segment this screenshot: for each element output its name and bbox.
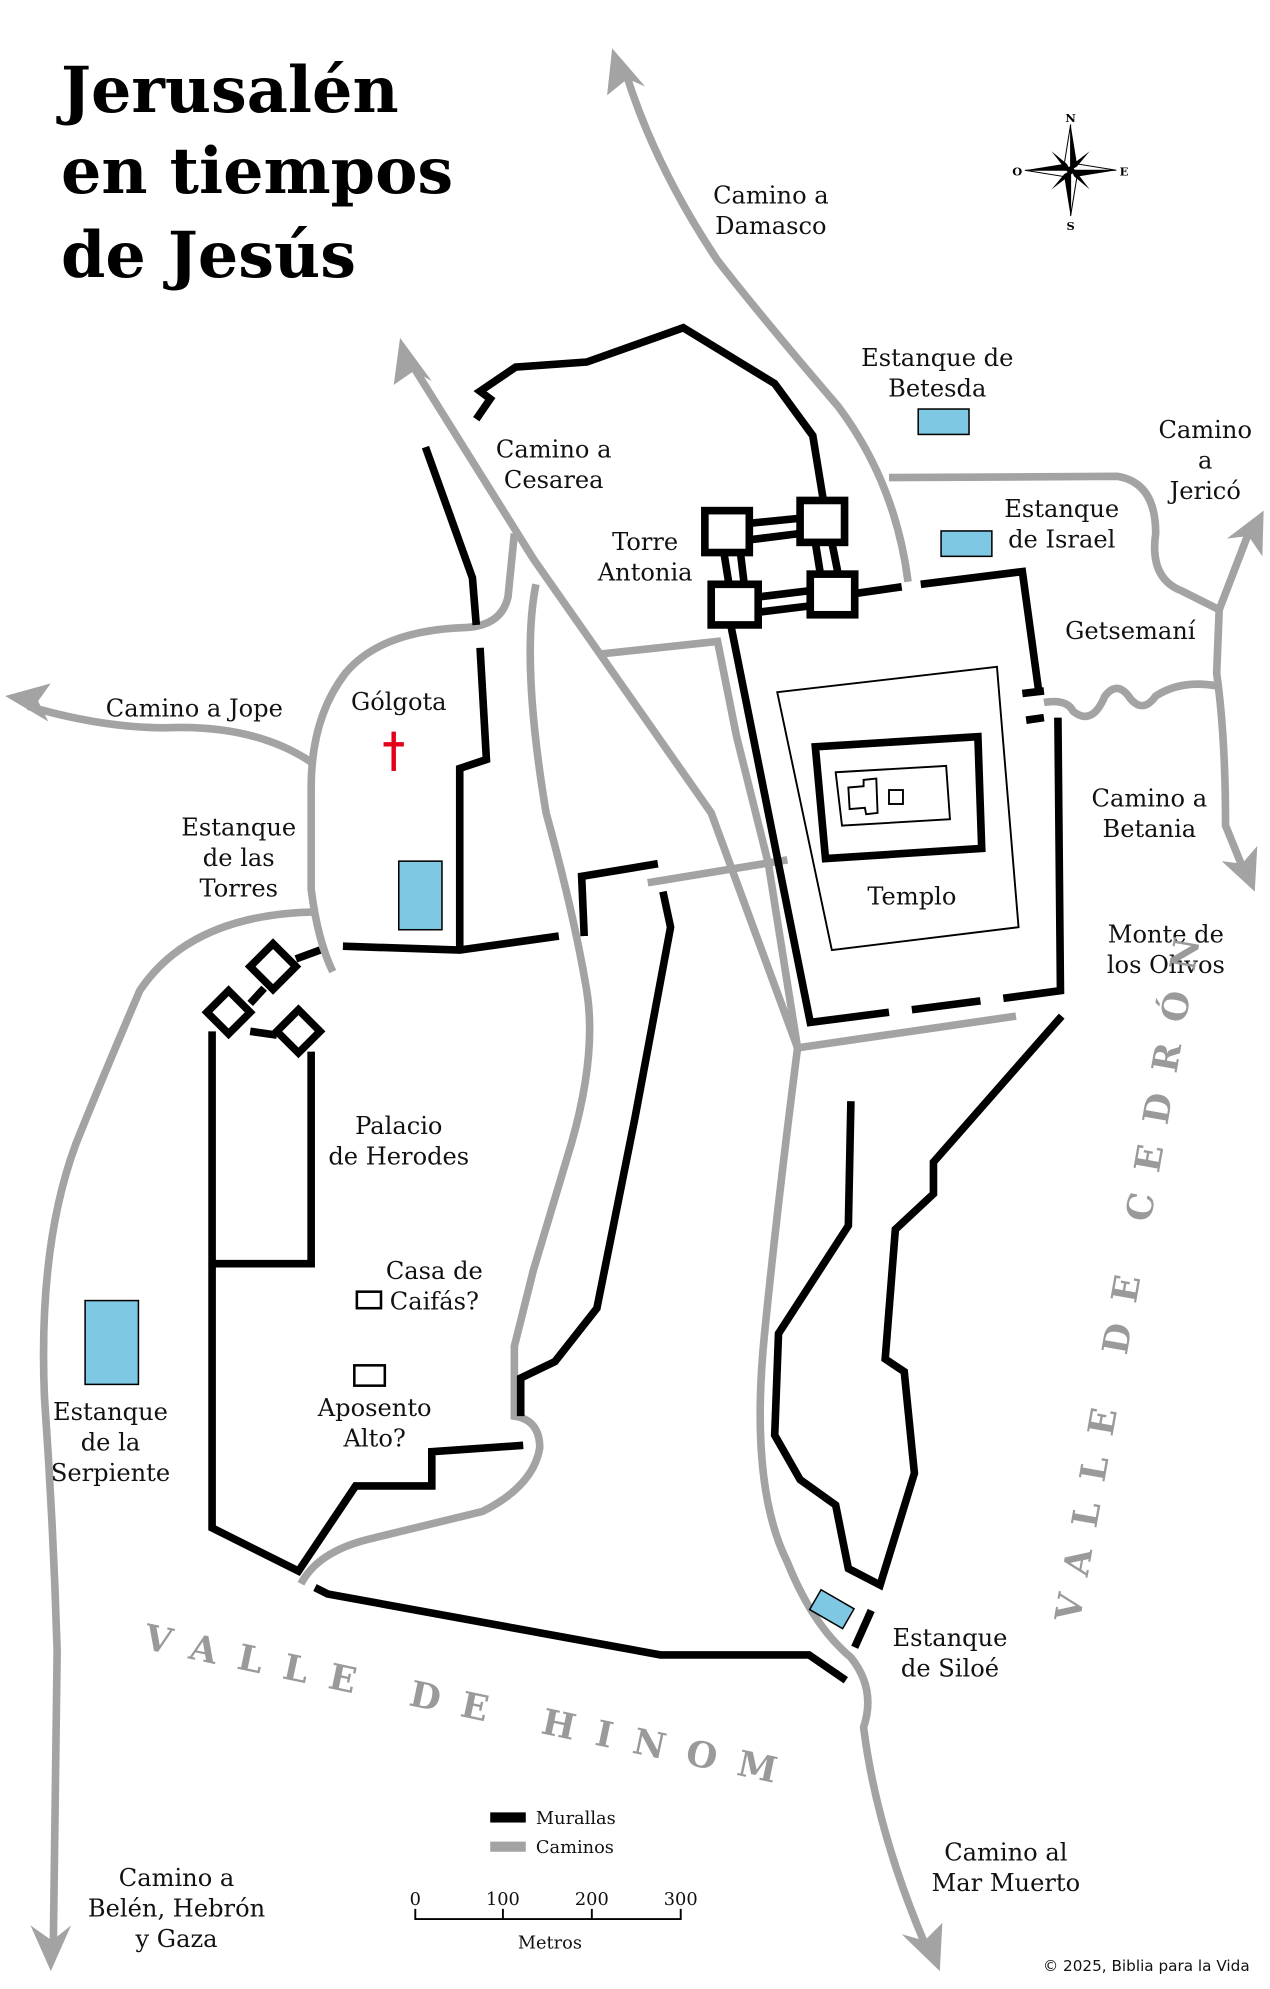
svg-text:Metros: Metros	[518, 1933, 582, 1953]
legend: Murallas Caminos	[490, 1809, 616, 1858]
svg-text:Gólgota: Gólgota	[351, 688, 447, 716]
temple-sanctuary-icon	[811, 732, 986, 863]
svg-text:Murallas: Murallas	[536, 1809, 616, 1829]
pool-serpiente	[84, 1299, 140, 1386]
svg-text:Camino a Jope: Camino a Jope	[106, 694, 283, 722]
svg-text:Templo: Templo	[867, 882, 956, 910]
map-title: Jerusalén en tiempos de Jesús	[56, 52, 453, 292]
torre-antonia-icon	[701, 496, 859, 629]
cross-icon	[383, 731, 404, 771]
svg-text:Getsemaní: Getsemaní	[1065, 617, 1196, 645]
herod-palace-icon	[201, 938, 326, 1268]
svg-text:E: E	[1120, 164, 1129, 178]
legend-roads-swatch	[490, 1841, 526, 1852]
pool-siloe	[808, 1588, 856, 1630]
svg-text:Caminos: Caminos	[536, 1838, 614, 1858]
copyright: © 2025, Biblia para la Vida	[1043, 1957, 1250, 1975]
compass-rose-icon: N S E O	[1012, 111, 1128, 233]
svg-text:300: 300	[664, 1890, 698, 1910]
scale-bar: 0 100 200 300 Metros	[410, 1890, 698, 1953]
walls	[201, 323, 1065, 1684]
svg-text:100: 100	[486, 1890, 520, 1910]
pools	[84, 408, 993, 1630]
aposento-alto-marker	[353, 1364, 387, 1387]
svg-text:N: N	[1065, 111, 1075, 125]
svg-text:200: 200	[575, 1890, 609, 1910]
casa-caifas-marker	[355, 1290, 383, 1310]
pool-israel	[940, 530, 993, 558]
svg-text:O: O	[1012, 164, 1022, 178]
svg-text:de Jesús: de Jesús	[61, 217, 356, 292]
legend-walls-swatch	[490, 1812, 526, 1823]
pool-torres	[398, 860, 443, 931]
svg-text:Jerusalén: Jerusalén	[56, 52, 399, 127]
svg-text:en tiempos: en tiempos	[61, 133, 453, 208]
roads	[5, 48, 1264, 1972]
svg-text:0: 0	[410, 1890, 421, 1910]
svg-text:S: S	[1066, 219, 1074, 233]
pool-betesda	[917, 408, 970, 436]
